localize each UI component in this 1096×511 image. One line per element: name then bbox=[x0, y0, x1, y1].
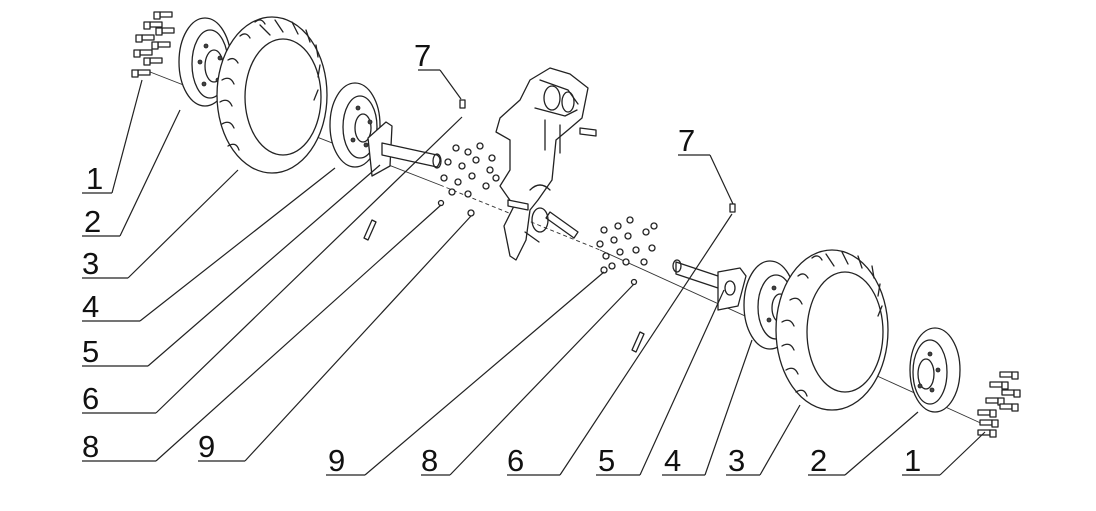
left-pin bbox=[363, 219, 377, 241]
callout-right-5: 5 bbox=[598, 443, 615, 478]
callout-right-9: 9 bbox=[328, 443, 345, 478]
callout-left-2: 2 bbox=[84, 204, 101, 239]
left-axle-shaft bbox=[367, 121, 442, 177]
callout-left-9: 9 bbox=[198, 429, 215, 464]
callout-right-8: 8 bbox=[421, 443, 438, 478]
callout-left-4: 4 bbox=[82, 289, 99, 324]
callout-right-7: 7 bbox=[678, 123, 695, 158]
left-wheel-bolts bbox=[131, 11, 175, 78]
callout-left-1: 1 bbox=[86, 161, 103, 196]
callout-labels: 1 2 3 4 5 6 8 9 7 9 8 6 5 4 3 2 1 7 bbox=[82, 38, 921, 478]
callout-left-6: 6 bbox=[82, 381, 99, 416]
right-axle-shaft bbox=[672, 259, 747, 311]
callout-left-3: 3 bbox=[82, 246, 99, 281]
right-wheel-bolts bbox=[977, 371, 1021, 438]
callout-right-2: 2 bbox=[810, 443, 827, 478]
callout-left-7: 7 bbox=[414, 38, 431, 73]
callout-right-4: 4 bbox=[664, 443, 681, 478]
left-nuts-washers bbox=[437, 142, 500, 217]
callout-right-6: 6 bbox=[507, 443, 524, 478]
left-tire bbox=[216, 16, 328, 174]
callout-left-5: 5 bbox=[82, 334, 99, 369]
right-nuts-washers bbox=[596, 216, 658, 286]
left-small-pin bbox=[459, 99, 466, 109]
center-gearbox bbox=[495, 67, 597, 261]
callout-right-3: 3 bbox=[728, 443, 745, 478]
right-tire bbox=[775, 249, 889, 411]
right-outer-rim bbox=[909, 327, 961, 413]
callout-left-8: 8 bbox=[82, 429, 99, 464]
left-hub-disc bbox=[329, 82, 381, 168]
callout-leader-lines bbox=[82, 69, 986, 476]
callout-right-1: 1 bbox=[904, 443, 921, 478]
right-small-pin bbox=[729, 203, 736, 213]
right-pin bbox=[631, 331, 645, 353]
